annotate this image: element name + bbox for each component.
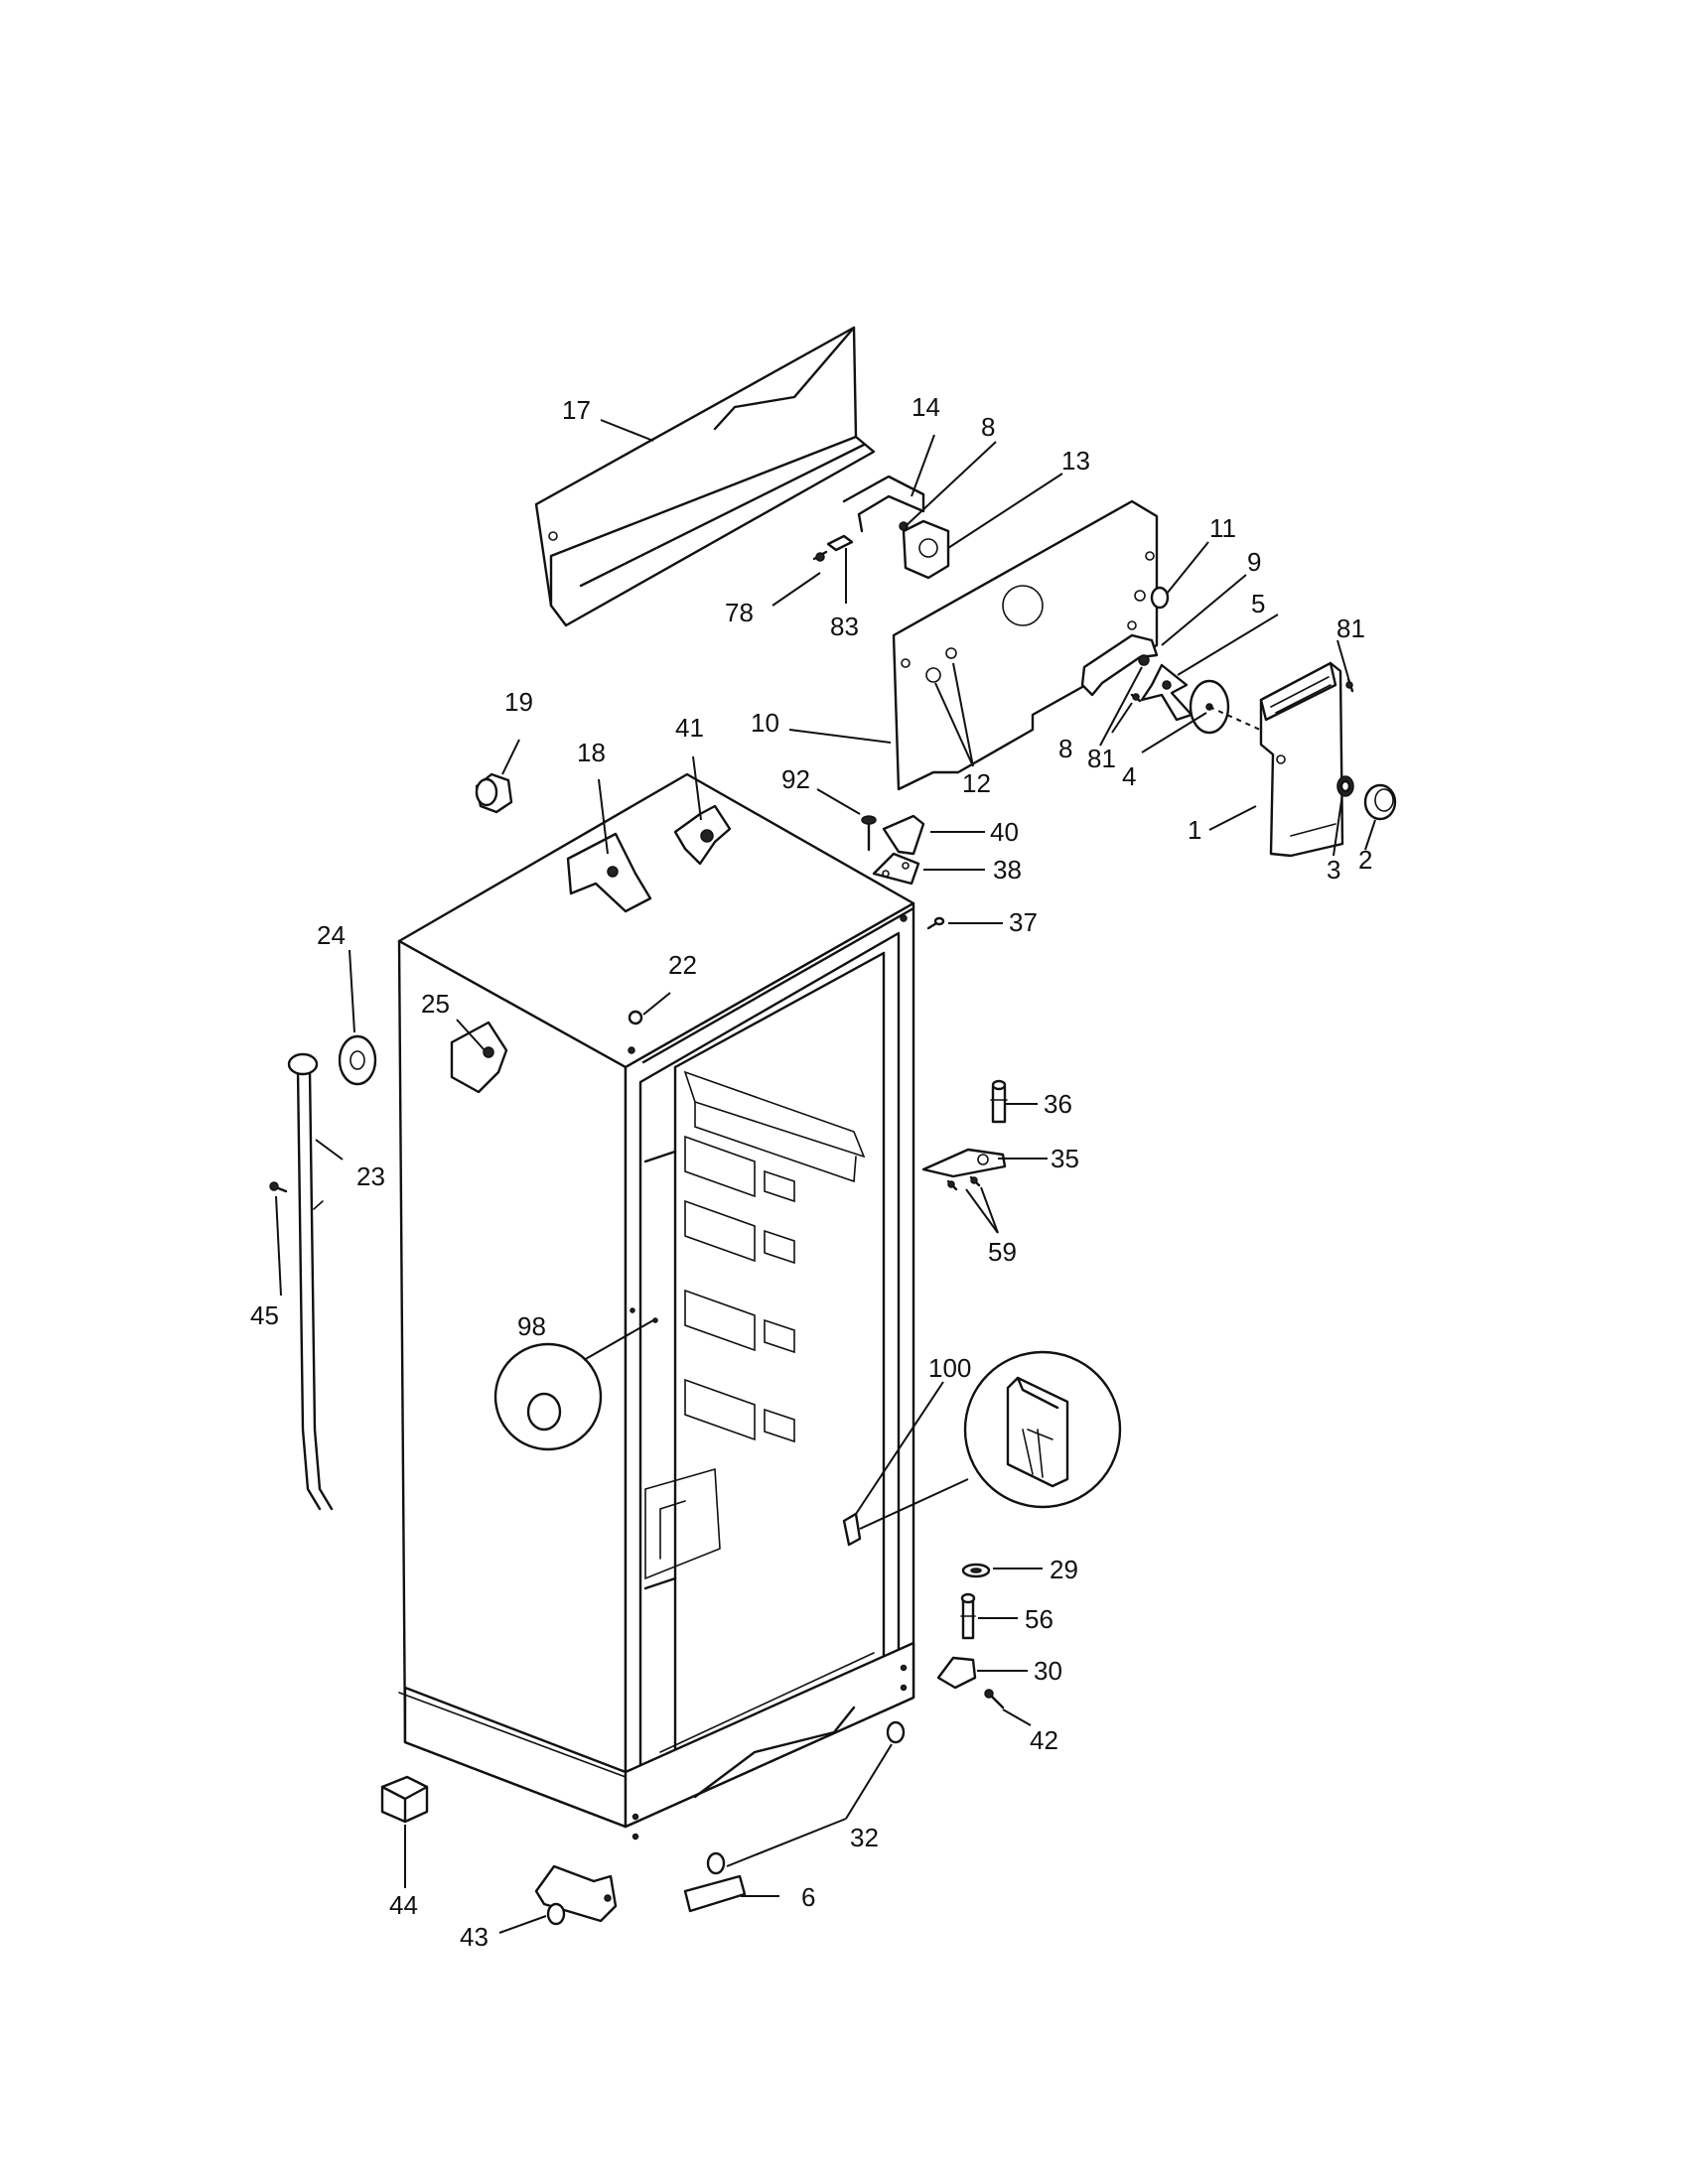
callout-5: 5 (1251, 589, 1265, 618)
callout-labels: 1 2 3 4 5 6 8 8 9 10 11 12 13 14 17 18 1… (250, 392, 1372, 1952)
callout-56: 56 (1025, 1604, 1053, 1634)
part-23-tube (287, 1052, 334, 1511)
callout-42: 42 (1030, 1725, 1058, 1755)
callout-1: 1 (1188, 815, 1201, 845)
part-25-grommet-cutaway (450, 1021, 508, 1094)
part-13-fan-motor (899, 519, 950, 580)
callout-2: 2 (1358, 845, 1372, 875)
callout-44: 44 (389, 1890, 418, 1920)
callout-43: 43 (460, 1922, 489, 1952)
part-92-screw (861, 815, 877, 852)
part-78-screw (812, 550, 828, 562)
callout-40: 40 (990, 817, 1019, 847)
callout-92: 92 (781, 764, 810, 794)
callout-81-lower: 81 (1087, 744, 1116, 773)
part-8-grommet-lower (1138, 654, 1150, 666)
part-18-plug-cutaway (566, 832, 652, 913)
part-98-plug-detail (493, 1307, 658, 1451)
part-81-screw-upper (1345, 677, 1354, 693)
part-32-plugs (706, 1720, 906, 1875)
callout-14: 14 (912, 392, 940, 422)
callout-24: 24 (317, 920, 346, 950)
callout-98: 98 (517, 1311, 546, 1341)
callout-25: 25 (421, 989, 450, 1019)
callout-41: 41 (675, 713, 704, 743)
part-22-plug (628, 1010, 643, 1025)
part-24-grommet (338, 1034, 377, 1086)
part-19-bumper (475, 772, 513, 814)
callout-45: 45 (250, 1300, 279, 1330)
callout-11: 11 (1209, 513, 1236, 543)
callout-22: 22 (668, 950, 697, 980)
part-44-block (380, 1775, 429, 1824)
refrigerator-cabinet (397, 772, 915, 1841)
callout-38: 38 (993, 855, 1022, 885)
part-59-screws (946, 1175, 981, 1191)
callout-83: 83 (830, 612, 859, 641)
callout-78: 78 (725, 598, 754, 627)
callout-8-top: 8 (981, 412, 995, 442)
part-5-fan-blade (1140, 663, 1193, 722)
callout-30: 30 (1034, 1656, 1062, 1686)
callout-13: 13 (1061, 446, 1090, 476)
callout-59: 59 (988, 1237, 1017, 1267)
callout-18: 18 (577, 738, 606, 767)
callout-4: 4 (1122, 761, 1136, 791)
part-29-washer (961, 1563, 991, 1578)
callout-81-upper: 81 (1336, 614, 1365, 643)
part-45-screw (269, 1181, 288, 1193)
callout-100: 100 (928, 1353, 971, 1383)
part-38-hinge-shim (872, 852, 920, 886)
part-14-bracket (842, 475, 925, 533)
part-40-top-hinge (882, 814, 925, 856)
part-11-grommet (1150, 586, 1170, 610)
callout-8-lower: 8 (1058, 734, 1072, 763)
part-37-pin (926, 916, 945, 930)
part-2-knob (1363, 783, 1397, 821)
part-43-roller-bracket (534, 1864, 618, 1926)
part-1-air-vent-cover (1259, 661, 1344, 858)
part-35-center-hinge (921, 1148, 1007, 1178)
callout-32: 32 (850, 1823, 879, 1852)
part-81-screw-lower (1130, 693, 1142, 703)
part-56-hinge-pin (960, 1592, 976, 1640)
part-83-clip (826, 534, 854, 552)
callout-12: 12 (962, 768, 991, 798)
part-30-bottom-hinge (936, 1656, 977, 1690)
callout-9: 9 (1247, 547, 1261, 577)
callout-35: 35 (1051, 1144, 1079, 1173)
callout-17: 17 (562, 395, 591, 425)
part-100-clip-detail (842, 1350, 1122, 1547)
callout-10: 10 (751, 708, 779, 738)
part-17-top-trim (534, 326, 876, 627)
callout-6: 6 (801, 1882, 815, 1912)
callout-19: 19 (504, 687, 533, 717)
part-6-strip (683, 1874, 747, 1913)
leader-lines (275, 419, 1376, 1934)
callout-23: 23 (356, 1161, 385, 1191)
callout-36: 36 (1044, 1089, 1072, 1119)
callout-37: 37 (1009, 907, 1038, 937)
part-41-plug-cutaway (673, 804, 732, 866)
part-10-shroud-panel (892, 499, 1159, 791)
callout-3: 3 (1327, 855, 1340, 885)
part-36-hinge-pin (990, 1079, 1008, 1124)
part-42-screw (984, 1689, 1005, 1709)
callout-29: 29 (1050, 1555, 1078, 1584)
part-3-washer (1336, 775, 1354, 797)
